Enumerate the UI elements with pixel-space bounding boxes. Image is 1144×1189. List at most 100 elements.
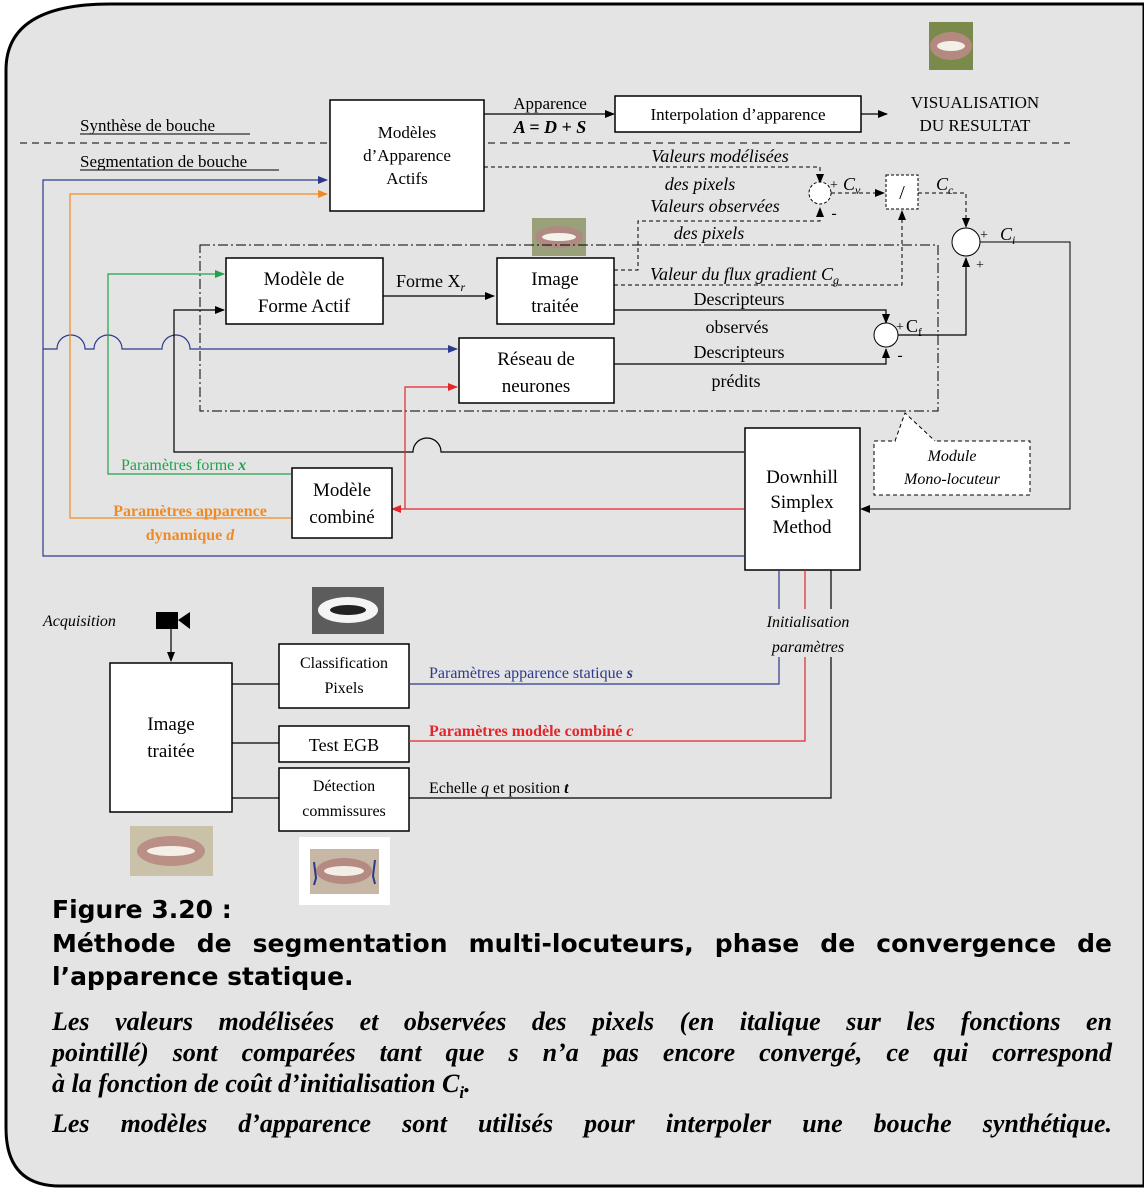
- figure-title: Méthode de segmentation multi-locuteurs,…: [52, 929, 1112, 991]
- dyn-appearance-params-label: Paramètres apparence dynamique d: [113, 503, 267, 544]
- svg-text:Test EGB: Test EGB: [309, 735, 379, 755]
- static-params-line: [409, 570, 780, 685]
- svg-text:Descripteurs: Descripteurs: [694, 342, 785, 362]
- combined-model-block: Modèle combiné: [291, 467, 393, 539]
- svg-text:Initialisation: Initialisation: [766, 614, 850, 631]
- svg-text:+: +: [980, 228, 988, 243]
- corner-detection-block: Détection commissures: [278, 767, 410, 832]
- svg-text:Paramètres apparence: Paramètres apparence: [113, 503, 267, 520]
- svg-text:Modèles: Modèles: [378, 123, 437, 142]
- svg-text:d’Apparence: d’Apparence: [363, 146, 451, 165]
- svg-text:+: +: [830, 178, 838, 193]
- svg-text:VISUALISATION: VISUALISATION: [911, 93, 1039, 112]
- svg-text:+: +: [896, 320, 904, 335]
- svg-text:dynamique d: dynamique d: [146, 527, 235, 544]
- svg-text:commissures: commissures: [302, 803, 386, 820]
- svg-text:neurones: neurones: [502, 376, 571, 397]
- svg-text:prédits: prédits: [712, 371, 761, 391]
- svg-text:traitée: traitée: [147, 741, 194, 762]
- predicted-descriptors-line: [614, 348, 890, 365]
- svg-text:observés: observés: [706, 317, 769, 337]
- downhill-simplex-block: Downhill Simplex Method: [744, 427, 861, 571]
- combined-params-label: Paramètres modèle combiné c: [429, 723, 634, 740]
- svg-text:Détection: Détection: [313, 778, 375, 795]
- classification-block: Classification Pixels: [278, 643, 410, 709]
- egb-test-block: Test EGB: [278, 725, 410, 763]
- init-params-label: Initialisation paramètres: [752, 609, 864, 657]
- observed-descriptors-line: [614, 309, 890, 324]
- figure-number: Figure 3.20 :: [52, 895, 232, 924]
- cf-sum-junction: [873, 322, 899, 348]
- classification-image: [312, 587, 384, 634]
- svg-text:Downhill: Downhill: [766, 467, 838, 488]
- red-to-neural-line: [404, 383, 458, 509]
- appearance-formula: A = D + S: [513, 117, 587, 137]
- svg-text:traitée: traitée: [531, 296, 578, 317]
- asm-block: Modèle de Forme Actif: [225, 257, 384, 325]
- cc-label: Cc: [936, 174, 954, 197]
- svg-text:combiné: combiné: [309, 507, 374, 528]
- modeled-pixels-line: [484, 166, 824, 184]
- aam-block: Modèles d’Apparence Actifs: [329, 99, 485, 212]
- blue-left-bus: [42, 176, 744, 557]
- svg-text:Modèle: Modèle: [313, 480, 371, 501]
- svg-text:Actifs: Actifs: [386, 169, 428, 188]
- mouth-image-center: [532, 218, 586, 256]
- cv-sum-junction: [808, 181, 832, 205]
- input-image-block: Image traitée: [109, 662, 233, 813]
- svg-text:Valeurs observées: Valeurs observées: [650, 196, 779, 216]
- visualisation-label: VISUALISATION DU RESULTAT: [911, 93, 1039, 135]
- svg-text:Simplex: Simplex: [770, 492, 834, 513]
- static-params-label: Paramètres apparence statique s: [429, 665, 633, 682]
- svg-text:Module: Module: [927, 448, 977, 465]
- svg-text:Mono-locuteur: Mono-locuteur: [903, 471, 1001, 488]
- observed-descriptors-label: Descripteurs observés: [694, 289, 785, 337]
- shape-params-label: Paramètres forme x: [121, 457, 246, 474]
- ci-output-line: [860, 241, 1071, 513]
- svg-text:paramètres: paramètres: [771, 639, 844, 656]
- interpolation-block: Interpolation d’apparence: [614, 95, 862, 133]
- mouth-image-bottom-left: [130, 826, 213, 876]
- svg-text:Pixels: Pixels: [324, 680, 363, 697]
- corner-detection-image: [299, 837, 390, 905]
- mouth-image-top: [929, 22, 973, 70]
- green-shape-line: [107, 270, 291, 475]
- svg-text:des pixels: des pixels: [674, 223, 744, 243]
- modeled-pixels-label: Valeurs modélisées des pixels: [651, 146, 788, 194]
- svg-text:Image: Image: [147, 714, 194, 735]
- camera-icon: [156, 612, 190, 629]
- acquisition-label: Acquisition: [42, 613, 116, 630]
- svg-text:-: -: [897, 347, 902, 364]
- observed-pixels-label: Valeurs observées des pixels: [650, 196, 779, 243]
- ci-sum-junction: [951, 227, 981, 257]
- svg-text:Descripteurs: Descripteurs: [694, 289, 785, 309]
- cf-label: Cf: [906, 316, 922, 339]
- svg-text:Method: Method: [772, 517, 832, 538]
- cf-to-ci: [898, 257, 970, 336]
- divide-block: [885, 174, 919, 210]
- svg-text:-: -: [831, 205, 836, 222]
- observed-pixels-line: [614, 207, 824, 271]
- cc-to-ci: [918, 192, 970, 228]
- svg-text:Image: Image: [531, 269, 578, 290]
- module-callout: Module Mono-locuteur: [873, 412, 1031, 496]
- figure-description: Les valeurs modélisées et observées des …: [52, 1007, 1112, 1139]
- svg-text:Forme Actif: Forme Actif: [258, 296, 351, 317]
- svg-text:Valeurs modélisées: Valeurs modélisées: [651, 146, 788, 166]
- svg-text:Classification: Classification: [300, 655, 388, 672]
- svg-text:des pixels: des pixels: [665, 174, 735, 194]
- processed-image-block: Image traitée: [496, 257, 615, 325]
- neural-net-block: Réseau de neurones: [458, 337, 615, 404]
- svg-text:Modèle de: Modèle de: [264, 269, 345, 290]
- ci-label: Ci: [1000, 224, 1015, 247]
- cv-label: Cv: [843, 174, 861, 197]
- scale-position-label: Echelle q et position t: [429, 780, 569, 797]
- downhill-to-asm-line: [173, 306, 744, 453]
- orange-appearance-line: [69, 190, 328, 519]
- svg-text:DU RESULTAT: DU RESULTAT: [920, 116, 1031, 135]
- svg-text:Réseau de: Réseau de: [497, 349, 575, 370]
- gradient-flow-label: Valeur du flux gradient Cg: [650, 264, 839, 287]
- gradient-to-divide: [614, 210, 906, 286]
- synthesis-label: Synthèse de bouche: [80, 116, 215, 135]
